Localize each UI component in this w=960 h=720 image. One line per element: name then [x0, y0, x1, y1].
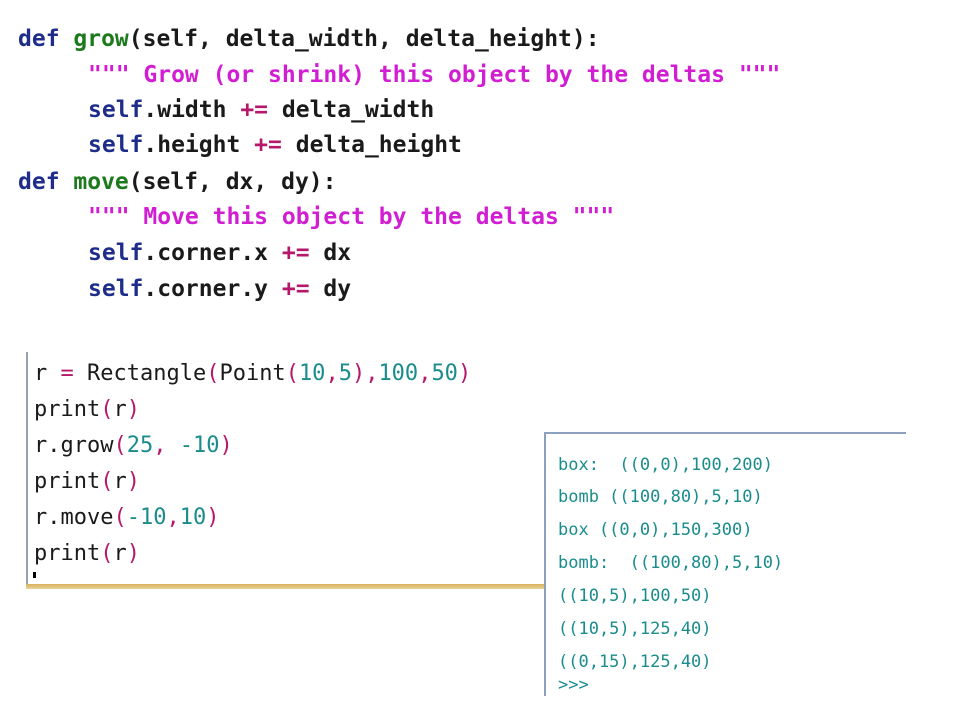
editor-line-print-2[interactable]: print(r): [34, 464, 140, 500]
shell-output-line: ((10,5),100,50): [558, 586, 712, 606]
grow-signature: (self, delta_width, delta_height):: [128, 26, 600, 52]
text-caret: [33, 572, 36, 578]
move-docstring: """ Move this object by the deltas """: [88, 204, 615, 230]
editor-line-move-call[interactable]: r.move(-10,10): [34, 500, 219, 536]
editor-line-rectangle[interactable]: r = Rectangle(Point(10,5),100,50): [34, 356, 471, 392]
plus-equals-operator: +=: [281, 276, 310, 302]
number-literal: 50: [431, 361, 458, 386]
shell-output-line: ((0,15),125,40): [558, 652, 712, 672]
move-method-call: r.move: [34, 505, 114, 530]
code-line-corner-y-increment: self.corner.y += dy: [88, 272, 351, 306]
dy-token: dy: [309, 276, 352, 302]
delta-width-token: delta_width: [268, 97, 435, 123]
comma: ,: [153, 433, 180, 458]
number-literal: -10: [126, 505, 167, 530]
editor-line-print-3[interactable]: print(r): [34, 536, 140, 572]
number-literal: 25: [126, 433, 154, 458]
move-signature: (self, dx, dy):: [128, 169, 337, 195]
width-attr: .width: [143, 97, 241, 123]
self-token: self: [88, 132, 144, 158]
print-call: print: [34, 397, 101, 422]
self-token: self: [88, 97, 144, 123]
code-line-width-increment: self.width += delta_width: [88, 93, 434, 127]
close-paren: ): [206, 505, 220, 530]
editor-left-border: [26, 352, 28, 588]
open-paren: (: [113, 433, 127, 458]
var-r: r: [113, 397, 127, 422]
editor-line-grow-call[interactable]: r.grow(25, -10): [34, 428, 233, 464]
point-call: Point: [219, 361, 286, 386]
function-name-grow: grow: [73, 26, 129, 52]
grow-docstring: """ Grow (or shrink) this object by the …: [88, 62, 781, 88]
editor-bottom-border: [26, 584, 906, 589]
code-line-corner-x-increment: self.corner.x += dx: [88, 236, 351, 270]
open-paren: (: [113, 505, 127, 530]
number-literal: -10: [179, 433, 220, 458]
plus-equals-operator: +=: [254, 132, 282, 158]
print-call: print: [34, 541, 101, 566]
code-line-height-increment: self.height += delta_height: [88, 128, 462, 162]
self-token: self: [88, 240, 144, 266]
close-paren: ): [351, 361, 366, 386]
code-line-def-move: def move(self, dx, dy):: [18, 165, 337, 199]
shell-output-line: bomb: ((100,80),5,10): [558, 553, 784, 573]
close-paren: ): [126, 469, 140, 494]
height-attr: .height: [143, 132, 255, 158]
open-paren: (: [100, 397, 114, 422]
shell-output-line: ((10,5),125,40): [558, 619, 712, 639]
keyword-def: def: [18, 169, 74, 195]
plus-equals-operator: +=: [281, 240, 310, 266]
grow-method-call: r.grow: [34, 433, 114, 458]
shell-output-line: box ((0,0),150,300): [558, 520, 753, 540]
rectangle-call: Rectangle: [73, 361, 207, 386]
delta-height-token: delta_height: [281, 132, 462, 158]
editor-line-print-1[interactable]: print(r): [34, 392, 140, 428]
close-paren: ): [126, 397, 140, 422]
var-r: r: [34, 361, 61, 386]
comma: ,: [418, 361, 432, 386]
close-paren: ): [219, 433, 233, 458]
open-paren: (: [206, 361, 220, 386]
corner-x-attr: .corner.x: [143, 240, 282, 266]
var-r: r: [113, 469, 127, 494]
shell-output-line: box: ((0,0),100,200): [558, 455, 773, 475]
open-paren: (: [100, 469, 114, 494]
dx-token: dx: [309, 240, 352, 266]
keyword-def: def: [18, 26, 74, 52]
number-literal: 10: [298, 361, 326, 386]
self-token: self: [88, 276, 144, 302]
comma: ,: [325, 361, 339, 386]
code-line-grow-docstring: """ Grow (or shrink) this object by the …: [88, 58, 780, 92]
print-call: print: [34, 469, 101, 494]
number-literal: 5: [338, 361, 352, 386]
comma: ,: [166, 505, 180, 530]
assign-operator: =: [60, 361, 74, 386]
shell-output-line: bomb ((100,80),5,10): [558, 487, 763, 507]
open-paren: (: [285, 361, 299, 386]
shell-output-pane[interactable]: box: ((0,0),100,200) bomb ((100,80),5,10…: [544, 432, 906, 696]
close-paren: ): [457, 361, 472, 386]
code-line-def-grow: def grow(self, delta_width, delta_height…: [18, 22, 600, 56]
shell-prompt[interactable]: >>>: [558, 675, 589, 695]
comma: ,: [365, 361, 379, 386]
corner-y-attr: .corner.y: [143, 276, 282, 302]
number-literal: 10: [179, 505, 207, 530]
number-literal: 100: [378, 361, 419, 386]
close-paren: ): [126, 541, 140, 566]
function-name-move: move: [73, 169, 129, 195]
open-paren: (: [100, 541, 114, 566]
var-r: r: [113, 541, 127, 566]
plus-equals-operator: +=: [240, 97, 269, 123]
code-line-move-docstring: """ Move this object by the deltas """: [88, 200, 614, 234]
